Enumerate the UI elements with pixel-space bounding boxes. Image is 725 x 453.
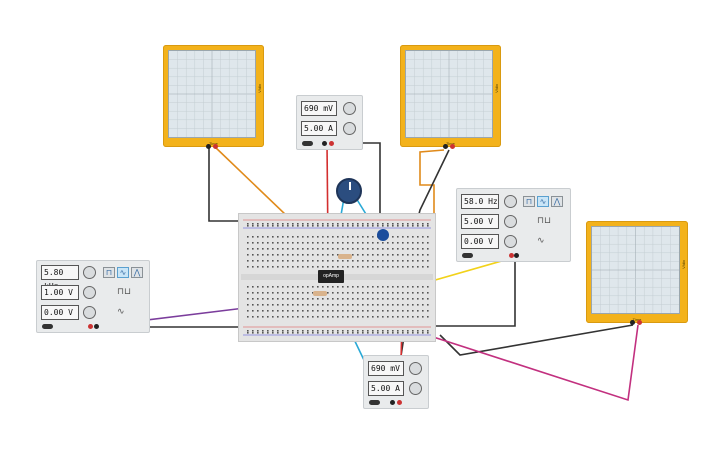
opamp-chip[interactable]: opAmp [318, 270, 344, 283]
oscilloscope-3[interactable]: V/div Time [586, 221, 688, 325]
scope-3-vlabel: V/div [681, 259, 686, 269]
fg-right-power-toggle[interactable] [462, 253, 473, 258]
scope-2-vlabel: V/div [494, 83, 499, 93]
ps-bottom-voltage-knob[interactable] [409, 362, 422, 375]
fg-left-frequency-knob[interactable] [83, 266, 96, 279]
fg-left-terminal-pos[interactable] [88, 324, 93, 329]
ps-top-voltage-display: 690 mV [301, 101, 337, 116]
scope-grid [169, 51, 255, 137]
scope-1-terminal-pos[interactable] [213, 144, 218, 149]
fg-right-offset-knob[interactable] [504, 235, 517, 248]
scope-grid [406, 51, 492, 137]
scope-1-terminal-neg[interactable] [206, 144, 211, 149]
ps-bottom-current-knob[interactable] [409, 382, 422, 395]
ps-bottom-power-toggle[interactable] [369, 400, 380, 405]
scope-3-terminal-neg[interactable] [630, 320, 635, 325]
fg-right-amplitude-knob[interactable] [504, 215, 517, 228]
scope-2-screen [405, 50, 493, 138]
fg-left-power-toggle[interactable] [42, 324, 53, 329]
capacitor[interactable] [377, 229, 389, 241]
potentiometer-knob[interactable] [336, 178, 362, 204]
scope-1-vlabel: V/div [257, 83, 262, 93]
ps-bottom-terminal-pos[interactable] [397, 400, 402, 405]
fg-right-terminal-neg[interactable] [514, 253, 519, 258]
fg-right-amplitude-display: 5.00 V [461, 214, 499, 229]
fg-left-amplitude-display: 1.00 V [41, 285, 79, 300]
fg-right-sine-wave-button[interactable]: ∿ [537, 196, 549, 207]
fg-left-square-wave-button[interactable]: ⊓ [103, 267, 115, 278]
ps-top-current-knob[interactable] [343, 122, 356, 135]
resistor-2[interactable] [313, 291, 327, 296]
ps-bottom-current-display: 5.00 A [368, 381, 404, 396]
scope-3-tlabel: Time [586, 317, 688, 322]
function-generator-left[interactable]: 5.80 kHz 1.00 V 0.00 V ⊓ ∿ ⋀ ⊓⊔ ∿ [36, 260, 150, 333]
scope-3-terminal-pos[interactable] [637, 320, 642, 325]
ps-top-voltage-knob[interactable] [343, 102, 356, 115]
scope-2-tlabel: Time [400, 141, 501, 146]
scope-2-terminal-pos[interactable] [450, 144, 455, 149]
fg-left-offset-knob[interactable] [83, 306, 96, 319]
fg-right-amplitude-icon: ⊓⊔ [537, 215, 552, 225]
fg-right-triangle-wave-button[interactable]: ⋀ [551, 196, 563, 207]
fg-left-amplitude-knob[interactable] [83, 286, 96, 299]
fg-left-triangle-wave-button[interactable]: ⋀ [131, 267, 143, 278]
function-generator-right[interactable]: 58.0 Hz 5.00 V 0.00 V ⊓ ∿ ⋀ ⊓⊔ ∿ [456, 188, 571, 262]
fg-right-terminal-pos[interactable] [509, 253, 514, 258]
scope-1-tlabel: Time [163, 141, 264, 146]
scope-2-terminal-neg[interactable] [443, 144, 448, 149]
fg-left-offset-icon: ∿ [117, 306, 125, 316]
ps-top-terminal-neg[interactable] [322, 141, 327, 146]
scope-1-screen [168, 50, 256, 138]
fg-left-offset-display: 0.00 V [41, 305, 79, 320]
ps-bottom-terminal-neg[interactable] [390, 400, 395, 405]
power-supply-top[interactable]: 690 mV 5.00 A [296, 95, 363, 150]
wire-magenta[interactable] [349, 309, 639, 402]
ps-top-terminal-pos[interactable] [329, 141, 334, 146]
oscilloscope-1[interactable]: V/div Time [163, 45, 264, 149]
scope-grid [592, 227, 679, 313]
fg-right-square-wave-button[interactable]: ⊓ [523, 196, 535, 207]
power-supply-bottom[interactable]: 690 mV 5.00 A [363, 355, 429, 409]
ps-top-current-display: 5.00 A [301, 121, 337, 136]
oscilloscope-2[interactable]: V/div Time [400, 45, 501, 149]
resistor-1[interactable] [338, 254, 352, 259]
wire-black-scope3[interactable] [439, 324, 634, 356]
ps-bottom-voltage-display: 690 mV [368, 361, 404, 376]
fg-left-frequency-display: 5.80 kHz [41, 265, 79, 291]
fg-right-frequency-knob[interactable] [504, 195, 517, 208]
fg-left-sine-wave-button[interactable]: ∿ [117, 267, 129, 278]
fg-right-frequency-display: 58.0 Hz [461, 194, 499, 209]
fg-right-offset-display: 0.00 V [461, 234, 499, 249]
fg-right-offset-icon: ∿ [537, 235, 545, 245]
fg-left-amplitude-icon: ⊓⊔ [117, 286, 132, 296]
ps-top-power-toggle[interactable] [302, 141, 313, 146]
wire-black-scope1[interactable] [208, 146, 255, 222]
fg-left-terminal-neg[interactable] [94, 324, 99, 329]
scope-3-screen [591, 226, 680, 314]
